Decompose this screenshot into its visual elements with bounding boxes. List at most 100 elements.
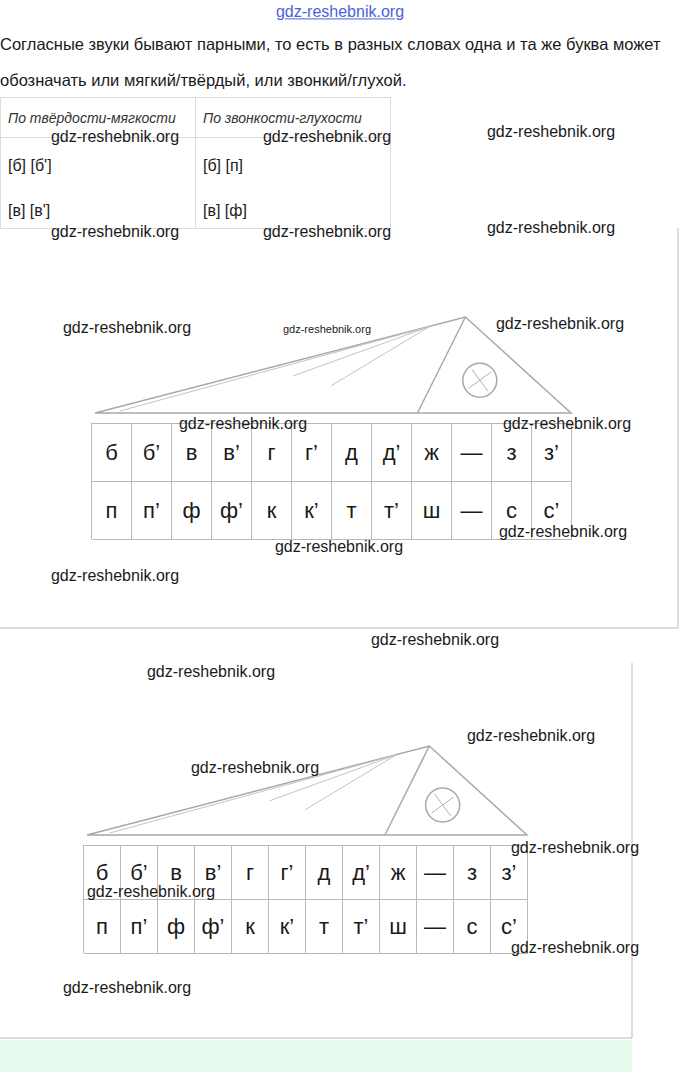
panel-edge <box>0 1037 632 1039</box>
watermark: gdz-reshebnik.org <box>487 218 615 237</box>
gable-line <box>385 746 429 835</box>
consonant-letter: с’ <box>544 498 560 524</box>
watermark: gdz-reshebnik.org <box>147 662 275 681</box>
watermark: gdz-reshebnik.org <box>511 838 639 857</box>
consonant-letter: к <box>245 914 255 940</box>
consonant-letter: д <box>318 860 331 886</box>
watermark: gdz-reshebnik.org <box>496 314 624 333</box>
roof-stroke <box>120 327 430 411</box>
consonant-letter: д’ <box>383 440 401 466</box>
letter-cell: п <box>92 482 132 540</box>
consonant-letter: в’ <box>223 440 240 466</box>
consonant-letter: ш <box>389 914 407 940</box>
panel-edge <box>0 627 678 629</box>
consonant-letter: з’ <box>502 860 517 886</box>
watermark: gdz-reshebnik.org <box>51 127 179 146</box>
letter-cell: с <box>454 900 491 954</box>
consonant-letter: ф’ <box>202 914 225 940</box>
watermark: gdz-reshebnik.org <box>467 726 595 745</box>
letter-cell: г’ <box>292 424 332 482</box>
letter-cell: т <box>332 482 372 540</box>
window-cross <box>469 369 491 391</box>
consonant-letter: г <box>267 440 275 466</box>
watermark: gdz-reshebnik.org <box>499 522 627 541</box>
panel-border <box>0 228 678 1038</box>
roof-outline <box>87 746 527 835</box>
letter-cell: в’ <box>212 424 252 482</box>
consonant-letter: т’ <box>354 914 369 940</box>
consonant-letter: — <box>461 498 483 524</box>
table-cell: [б] [п] <box>203 156 243 175</box>
consonant-letter: с <box>506 498 517 524</box>
consonant-letter: в <box>186 440 198 466</box>
letter-cell: б <box>92 424 132 482</box>
letter-cell: г’ <box>269 846 306 900</box>
watermark: gdz-reshebnik.org <box>263 127 391 146</box>
consonant-letter: б <box>96 860 109 886</box>
consonant-letter: г’ <box>281 860 294 886</box>
table-cell: [в] [в'] <box>8 201 50 220</box>
watermark: gdz-reshebnik.org <box>87 882 215 901</box>
consonant-letter: ф’ <box>220 498 243 524</box>
consonant-letter: — <box>424 860 446 886</box>
letter-cell: ш <box>412 482 452 540</box>
letter-cell: т <box>306 900 343 954</box>
table-cell: [б] [б'] <box>8 156 52 175</box>
consonant-letter: ф <box>182 498 200 524</box>
consonant-letter: т’ <box>384 498 399 524</box>
consonant-letter: ф <box>167 914 185 940</box>
consonant-letter: т <box>346 498 356 524</box>
consonant-letter: п’ <box>143 498 160 524</box>
consonant-letter: в <box>170 860 182 886</box>
table-cell: [в] [ф] <box>203 201 247 220</box>
letter-cell: п’ <box>132 482 172 540</box>
consonant-letter: п’ <box>131 914 148 940</box>
letter-cell: т’ <box>372 482 412 540</box>
letter-cell: — <box>452 424 492 482</box>
table-grid <box>1 98 391 229</box>
letter-cell: ж <box>412 424 452 482</box>
roof-stroke <box>110 755 396 833</box>
letter-cell: — <box>417 846 454 900</box>
watermark: gdz-reshebnik.org <box>51 566 179 585</box>
letter-cell: п’ <box>121 900 158 954</box>
consonant-letter: д <box>345 440 358 466</box>
panel-edge <box>677 228 679 628</box>
letter-cell: д’ <box>372 424 412 482</box>
letter-cell: г <box>252 424 292 482</box>
letter-cell: д’ <box>343 846 380 900</box>
consonant-letter: г <box>246 860 254 886</box>
letter-cell: к’ <box>292 482 332 540</box>
letter-cell: п <box>84 900 121 954</box>
letter-cell: д <box>332 424 372 482</box>
letter-cell: в <box>172 424 212 482</box>
consonant-house: бб’вв’гг’дд’ж—зз’пп’фф’кк’тт’ш—сс’ <box>91 316 571 539</box>
letter-cell: — <box>452 482 492 540</box>
window-cross <box>432 794 454 816</box>
consonant-letter: з <box>506 440 516 466</box>
letter-cell: — <box>417 900 454 954</box>
watermark: gdz-reshebnik.org <box>51 222 179 241</box>
letter-cell: д <box>306 846 343 900</box>
roof-window <box>426 788 460 822</box>
watermark: gdz-reshebnik.org <box>371 630 499 649</box>
watermark: gdz-reshebnik.org <box>283 323 371 336</box>
watermark: gdz-reshebnik.org <box>63 978 191 997</box>
consonant-letter: к <box>267 498 277 524</box>
consonant-letter: б <box>105 440 118 466</box>
intro-text: Согласные звуки бывают парными, то есть … <box>0 26 676 98</box>
consonant-letter: ж <box>391 860 406 886</box>
consonant-letter: т <box>319 914 329 940</box>
letter-cell: г <box>232 846 269 900</box>
consonant-letter: — <box>461 440 483 466</box>
letter-cell: з <box>454 846 491 900</box>
consonant-letter: п <box>106 498 118 524</box>
table-header: По звонкости-глухости <box>203 110 362 127</box>
table-header: По твёрдости-мягкости <box>8 110 176 127</box>
consonant-letter: з’ <box>544 440 559 466</box>
letter-cell: к’ <box>269 900 306 954</box>
watermark: gdz-reshebnik.org <box>275 537 403 556</box>
table-border <box>1 98 391 229</box>
letter-cell: к <box>252 482 292 540</box>
green-band <box>0 1040 632 1072</box>
